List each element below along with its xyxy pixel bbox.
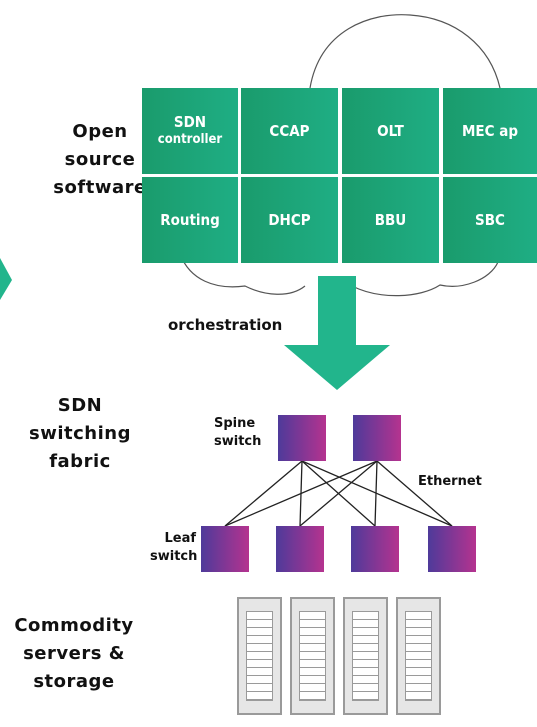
tile-sdn-controller-line1: SDN (173, 113, 207, 131)
tile-dhcp: DHCP (241, 177, 338, 263)
cloud-outline (309, 14, 501, 89)
layer-label-line: Commodity (14, 615, 134, 636)
layer-label-line: SDN (57, 395, 103, 416)
ethernet-label: Ethernet (418, 474, 482, 489)
layer-label-line: Open (72, 121, 128, 142)
spine-label-line1: Spine (214, 416, 256, 431)
layer-label-open-source: Open source software (40, 118, 160, 202)
link (376, 460, 453, 527)
leaf-switch (351, 526, 399, 572)
layer-label-line: servers & (23, 643, 125, 664)
layer-label-commodity: Commodity servers & storage (4, 612, 144, 696)
server-rack (396, 597, 441, 715)
orchestration-arrow (284, 276, 390, 390)
link (299, 460, 378, 527)
layer-label-line: software (53, 177, 147, 198)
tile-mec: MEC ap (443, 88, 537, 174)
leaf-switch (201, 526, 249, 572)
link (374, 460, 378, 527)
cloud-outline-bottom (179, 253, 306, 295)
leaf-label-line2: switch (150, 549, 198, 564)
link (224, 460, 378, 527)
leaf-switch (276, 526, 324, 572)
tile-sdn-controller: SDN controller (142, 88, 238, 174)
layer-label-line: switching (29, 423, 131, 444)
server-rack (290, 597, 335, 715)
layer-label-sdn-fabric: SDN switching fabric (20, 392, 140, 476)
orchestration-label: orchestration (168, 316, 283, 334)
leaf-switch-label: Leaf switch (150, 530, 198, 566)
fabric-links (224, 460, 453, 527)
spine-switch (353, 415, 401, 461)
tile-bbu: BBU (342, 177, 439, 263)
server-rack (237, 597, 282, 715)
spine-switch (278, 415, 326, 461)
server-rack-drives (405, 611, 432, 701)
tile-ccap: CCAP (241, 88, 338, 174)
tile-routing: Routing (142, 177, 238, 263)
spine-switch-label: Spine switch (214, 415, 261, 451)
layer-label-line: fabric (49, 451, 111, 472)
cloud-outline-bottom-right (351, 261, 499, 297)
layer-label-line: source (64, 149, 136, 170)
layer-label-line: storage (33, 671, 115, 692)
link (224, 460, 303, 527)
server-rack-drives (352, 611, 379, 701)
spine-label-line2: switch (214, 434, 262, 449)
link (301, 460, 453, 527)
server-rack-drives (299, 611, 326, 701)
server-rack (343, 597, 388, 715)
leaf-label-line1: Leaf (164, 531, 196, 546)
tile-sdn-controller-line2: controller (157, 132, 223, 147)
tile-sbc: SBC (443, 177, 537, 263)
leaf-switch (428, 526, 476, 572)
left-edge-arrow (0, 258, 12, 300)
tile-olt: OLT (342, 88, 439, 174)
server-rack-drives (246, 611, 273, 701)
